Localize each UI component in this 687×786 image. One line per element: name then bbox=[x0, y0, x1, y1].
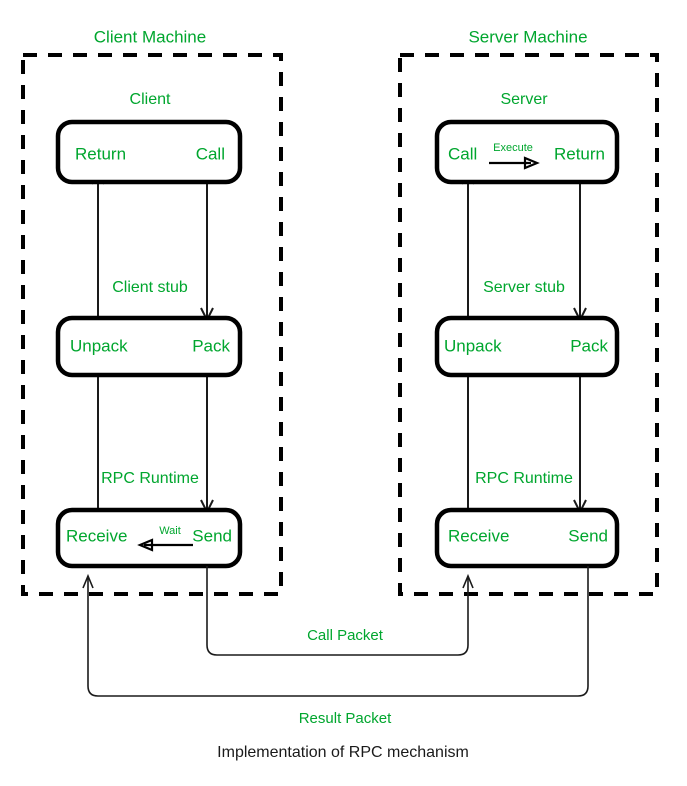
server-machine-boundary bbox=[398, 53, 659, 596]
client-pack-label: Pack bbox=[192, 336, 230, 355]
server-call-label: Call bbox=[448, 144, 477, 163]
result-packet-label: Result Packet bbox=[299, 710, 392, 727]
client-receive-label: Receive bbox=[66, 526, 127, 545]
client-unpack-label: Unpack bbox=[70, 336, 128, 355]
server-runtime-layer-label: RPC Runtime bbox=[475, 470, 573, 487]
server-layer-label: Server bbox=[500, 91, 548, 108]
client-runtime-layer-label: RPC Runtime bbox=[101, 470, 199, 487]
server-box[interactable] bbox=[434, 119, 620, 185]
server-pack-label: Pack bbox=[570, 336, 608, 355]
client-call-label: Call bbox=[196, 144, 225, 163]
client-wait-arrowhead bbox=[137, 538, 154, 552]
result-packet-arrowhead bbox=[82, 573, 94, 589]
diagram-caption: Implementation of RPC mechanism bbox=[217, 744, 469, 761]
client-wait-label: Wait bbox=[159, 525, 181, 537]
client-send-label: Send bbox=[192, 526, 232, 545]
call-packet-label: Call Packet bbox=[307, 627, 384, 644]
client-stub-layer-label: Client stub bbox=[112, 279, 188, 296]
server-stub-box[interactable] bbox=[434, 315, 620, 378]
client-machine-title: Client Machine bbox=[94, 27, 206, 46]
server-receive-label: Receive bbox=[448, 526, 509, 545]
client-machine-boundary bbox=[21, 53, 283, 596]
client-box[interactable] bbox=[55, 119, 243, 185]
server-execute-arrowhead bbox=[523, 156, 540, 170]
client-stub-box[interactable] bbox=[55, 315, 243, 378]
client-layer-label: Client bbox=[130, 91, 171, 108]
call-packet-arrowhead bbox=[462, 573, 474, 589]
server-stub-layer-label: Server stub bbox=[483, 279, 565, 296]
client-runtime-box[interactable] bbox=[55, 507, 243, 569]
call-packet-path bbox=[206, 566, 469, 656]
result-packet-path bbox=[87, 566, 589, 697]
server-unpack-label: Unpack bbox=[444, 336, 502, 355]
server-execute-label: Execute bbox=[493, 142, 533, 154]
server-return-label: Return bbox=[554, 144, 605, 163]
client-return-label: Return bbox=[75, 144, 126, 163]
server-machine-title: Server Machine bbox=[468, 27, 587, 46]
server-runtime-box[interactable] bbox=[434, 507, 620, 569]
server-send-label: Send bbox=[568, 526, 608, 545]
